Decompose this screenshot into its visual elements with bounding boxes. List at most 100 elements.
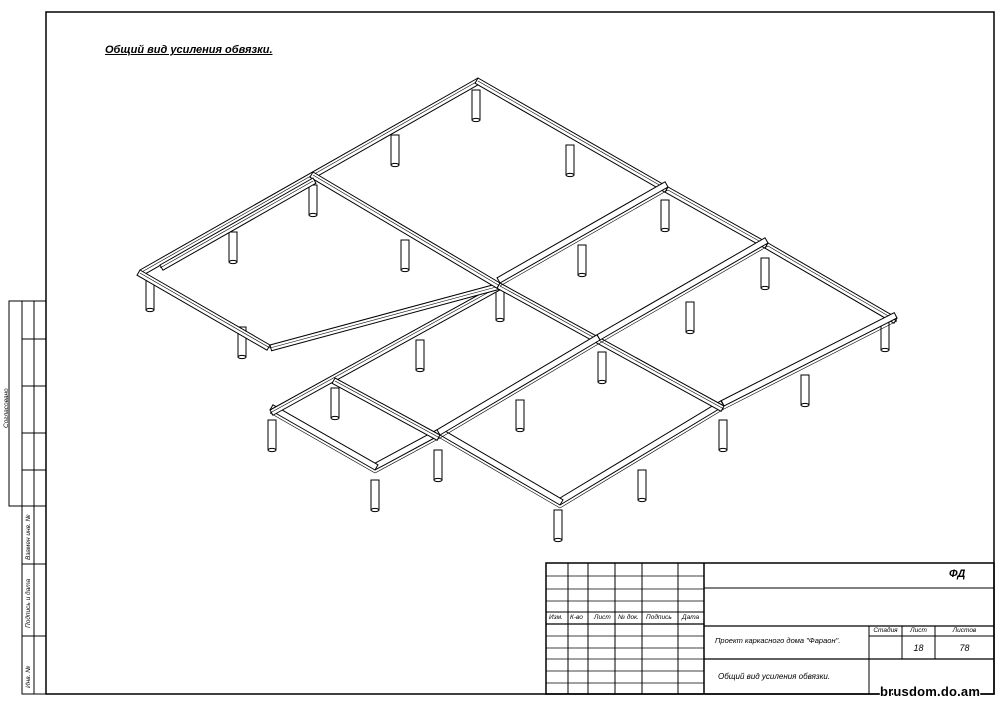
frame-post-base (433, 477, 443, 483)
frame-beam-edge (667, 189, 769, 247)
frame-post (515, 399, 525, 431)
frame-beam (496, 282, 725, 412)
frame-post (400, 239, 410, 271)
frame-post (660, 199, 670, 231)
frame-beam-edge (269, 412, 376, 474)
side-label-replaced-inv: Взамен инв. № (25, 514, 32, 560)
frame-beam (596, 237, 769, 341)
frame-beam (269, 404, 379, 471)
frame-post-base (880, 347, 890, 353)
frame-post (685, 301, 695, 333)
project-name: Проект каркасного дома "Фараон". (715, 636, 841, 645)
frame-post-base (577, 272, 587, 278)
frame-beam-edge (477, 80, 669, 191)
drawing-title: Общий вид усиления обвязки. (105, 44, 273, 56)
isometric-frame-drawing (136, 77, 898, 543)
frame-post (800, 374, 810, 406)
stage-label: Стадия (873, 627, 898, 634)
frame-post-base (228, 259, 238, 265)
frame-post-base (471, 117, 481, 123)
sheets-total: 78 (959, 643, 970, 653)
frame-post-base (237, 354, 247, 360)
frame-post-base (495, 317, 505, 323)
col-header-signature: Подпись (646, 614, 672, 621)
frame-post (390, 134, 400, 166)
frame-post-base (800, 402, 810, 408)
frame-post-base (145, 307, 155, 313)
frame-post-base (685, 329, 695, 335)
frame-post-base (718, 447, 728, 453)
frame-beam-edge (374, 437, 441, 474)
side-label-agreed: Согласовано (3, 388, 10, 428)
frame-beam-edge (559, 408, 725, 509)
frame-beam-edge (599, 245, 769, 344)
frame-beam (331, 377, 441, 441)
frame-beam-edge (139, 272, 271, 349)
frame-post (471, 89, 481, 121)
frame-post (565, 144, 575, 176)
frame-post-base (637, 497, 647, 503)
col-header-sheet: Лист (594, 614, 611, 621)
frame-beam-edge (723, 320, 898, 410)
frame-beam (439, 429, 564, 506)
frame-beam-edge (139, 80, 479, 274)
frame-beam-edge (159, 180, 314, 269)
frame-post-base (267, 447, 277, 453)
frame-post-base (370, 507, 380, 513)
watermark: brusdom.do.am (880, 684, 981, 699)
frame-post (760, 257, 770, 289)
frame-beam-edge (269, 285, 501, 349)
frame-post-base (760, 285, 770, 291)
frame-post-base (565, 172, 575, 178)
frame-beam (159, 177, 317, 271)
frame-beam-edge (312, 174, 501, 287)
frame-beam (269, 282, 504, 416)
frame-beam (496, 181, 669, 284)
frame-beam-edge (499, 285, 725, 410)
frame-beam-edge (334, 380, 441, 439)
col-header-change: Изм. (549, 614, 563, 621)
frame-beam (664, 186, 769, 249)
side-label-inv-original: Инв. № (25, 665, 32, 688)
frame-post-base (415, 367, 425, 373)
frame-post (718, 419, 728, 451)
frame-post (553, 509, 563, 541)
frame-post-base (330, 415, 340, 421)
frame-post (577, 244, 587, 276)
frame-post (637, 469, 647, 501)
frame-post (415, 339, 425, 371)
frame-post-base (660, 227, 670, 233)
frame-beam (436, 334, 601, 436)
frame-beam-edge (439, 342, 601, 439)
frame-post (370, 479, 380, 511)
frame-post-base (553, 537, 563, 543)
frame-post-base (597, 379, 607, 385)
title-block-lines (545, 562, 995, 695)
frame-post (495, 289, 505, 321)
frame-beam (136, 269, 271, 351)
frame-post-base (308, 212, 318, 218)
document-code: ФД (949, 568, 966, 580)
frame-beam-edge (269, 285, 501, 414)
sheet-label: Лист (910, 627, 927, 634)
frame-post (597, 351, 607, 383)
sheet-title: Общий вид усиления обвязки. (718, 672, 831, 681)
frame-post (308, 184, 318, 216)
frame-post (433, 449, 443, 481)
frame-beam (764, 242, 898, 324)
side-stamp-lines (8, 300, 47, 695)
frame-post (330, 387, 340, 419)
col-header-doc-number: № док. (618, 614, 639, 621)
frame-beam-edge (767, 245, 898, 322)
sheets-label: Листов (952, 627, 977, 634)
sheet-number: 18 (913, 643, 924, 653)
side-label-signature-date: Подпись и дата (25, 578, 32, 628)
frame-post (228, 231, 238, 263)
col-header-quantity: К-во (570, 614, 583, 621)
frame-beam-edge (439, 437, 561, 509)
frame-post (267, 419, 277, 451)
frame-post-base (400, 267, 410, 273)
col-header-date: Дата (682, 614, 700, 621)
